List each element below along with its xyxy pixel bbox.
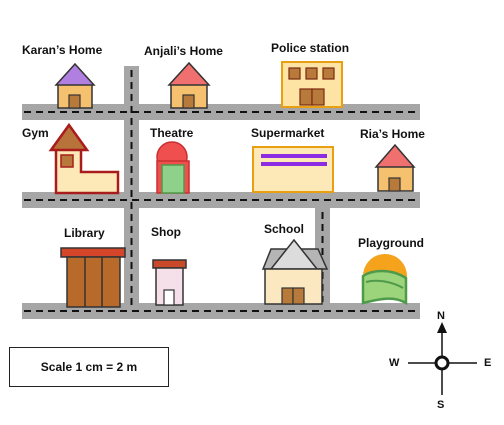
playground-area [361,254,408,306]
supermarket-label: Supermarket [251,126,325,140]
police-station-building [281,61,343,108]
scale-text: Scale 1 cm = 2 m [40,360,138,374]
playground-label: Playground [358,236,425,250]
police-station-label: Police station [271,41,350,55]
karans-home-label: Karan’s Home [22,43,103,57]
school-building [261,238,329,305]
gym-label: Gym [22,126,49,140]
anjalis-home-label: Anjali’s Home [144,44,223,58]
supermarket-building [252,146,334,193]
compass-rose [408,322,477,395]
shop-label: Shop [151,225,181,239]
compass-south-label: S [437,399,445,411]
school-label: School [264,222,305,236]
theatre-label: Theatre [150,126,194,140]
road-vertical-left [124,66,139,310]
compass-east-label: E [484,357,492,369]
rias-home-label: Ria’s Home [360,127,425,141]
karans-home-building [54,62,96,109]
anjalis-home-building [167,61,211,109]
compass-north-label: N [437,310,445,322]
scale-box: Scale 1 cm = 2 m [9,347,169,387]
compass-west-label: W [389,357,400,369]
gym-building [48,122,120,195]
library-label: Library [64,226,105,240]
rias-home-building [374,143,416,192]
library-building [60,247,126,308]
shop-building [152,259,187,306]
theatre-building [156,141,190,194]
